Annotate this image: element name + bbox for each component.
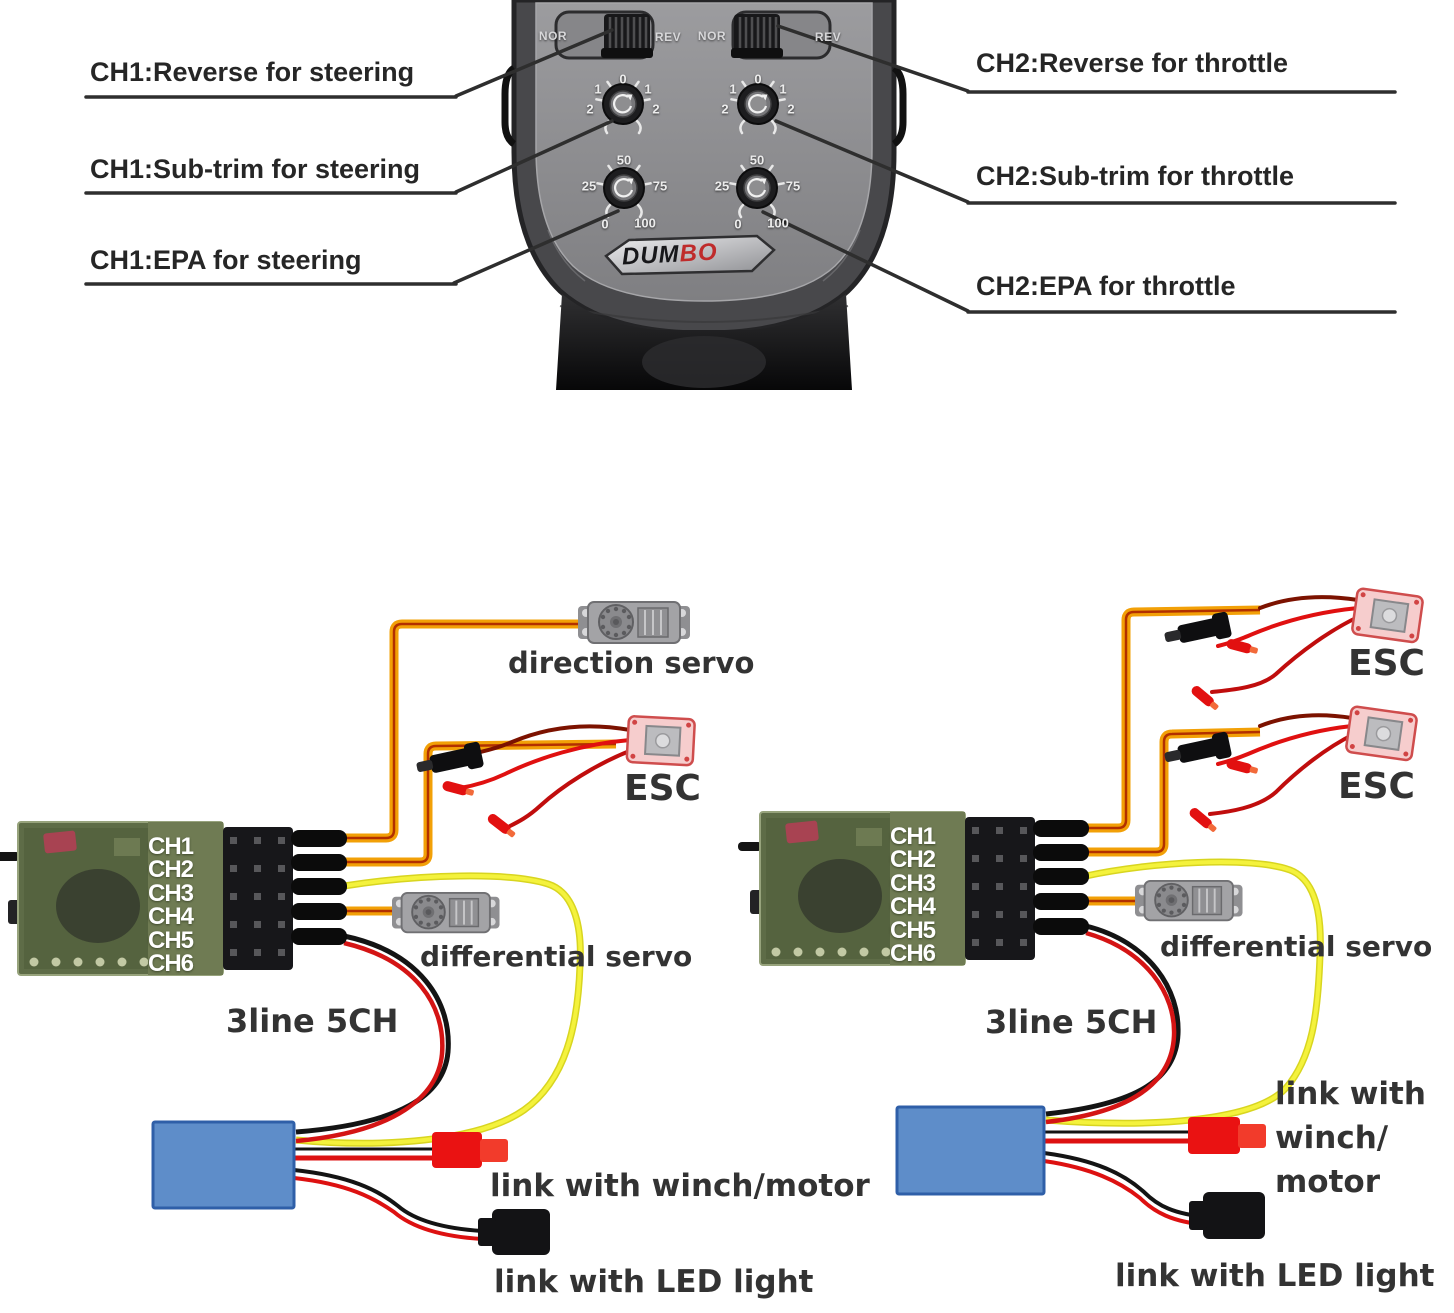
transmitter-body <box>501 0 907 390</box>
brand-badge <box>604 234 776 276</box>
battery-right-group <box>895 1105 1266 1239</box>
left-ch2-label: CH2 <box>148 856 194 883</box>
left-ch5-label: CH5 <box>148 927 194 954</box>
callout-ch1-subtrim: CH1:Sub-trim for steering <box>90 154 421 184</box>
battery-right <box>895 1105 1046 1196</box>
nor-label-ch2: NOR <box>697 29 727 43</box>
differential-servo-label-left: differential servo <box>420 940 693 973</box>
callout-lines <box>84 24 1397 314</box>
subtrim2-tick-r2: 2 <box>787 101 795 117</box>
epa2-tick-0: 0 <box>734 216 742 232</box>
callout-ch2-epa: CH2:EPA for throttle <box>976 271 1236 301</box>
winch-connector-left <box>432 1132 482 1168</box>
reverse-switch-ch1 <box>599 12 655 60</box>
bullet-right-1b <box>1189 684 1221 713</box>
subtrim1-tick-0: 0 <box>619 71 627 87</box>
winch-label-right-line1: link with <box>1275 1076 1426 1112</box>
callout-ch2-subtrim: CH2:Sub-trim for throttle <box>976 161 1294 191</box>
epa1-tick-75: 75 <box>652 178 668 194</box>
epa2-tick-50: 50 <box>749 152 765 168</box>
led-connector-right <box>1203 1192 1265 1239</box>
epa2-tick-25: 25 <box>714 178 730 194</box>
subtrim2-tick-l2: 2 <box>721 101 729 117</box>
direction-servo-left <box>577 601 691 644</box>
winch-label-left: link with winch/motor <box>490 1168 870 1204</box>
led-connector-left <box>492 1209 550 1255</box>
brand-logo-suffix: BO <box>678 238 719 268</box>
esc-board-right-top <box>1350 586 1425 644</box>
subtrim2-tick-0: 0 <box>754 71 762 87</box>
epa2-tick-75: 75 <box>785 178 801 194</box>
callout-ch1-reverse: CH1:Reverse for steering <box>90 57 415 87</box>
right-ch5-label: CH5 <box>890 917 936 944</box>
callout-ch1-epa: CH1:EPA for steering <box>90 245 362 275</box>
differential-servo-left <box>391 891 501 934</box>
differential-servo-right <box>1134 879 1244 922</box>
subtrim2-tick-l1: 1 <box>729 81 737 97</box>
esc-board-right-bottom <box>1344 704 1419 762</box>
winch-label-right-line3: motor <box>1275 1164 1381 1200</box>
left-ch3-label: CH3 <box>148 880 194 907</box>
bullet-right-2b <box>1187 806 1219 835</box>
esc-board-left <box>625 714 697 767</box>
subtrim1-tick-r2: 2 <box>652 101 660 117</box>
right-ch4-label: CH4 <box>890 893 936 920</box>
bullet-right-1a <box>1225 638 1259 656</box>
epa1-tick-100: 100 <box>634 215 656 231</box>
direction-servo-label: direction servo <box>508 646 755 680</box>
bullet-right-2a <box>1225 758 1259 776</box>
subtrim1-tick-r1: 1 <box>644 81 652 97</box>
subtrim1-tick-l2: 2 <box>586 101 594 117</box>
callout-ch2-reverse: CH2:Reverse for throttle <box>976 48 1289 78</box>
led-label-right: link with LED light <box>1115 1258 1435 1294</box>
battery-left-group <box>151 1120 550 1255</box>
led-label-left: link with LED light <box>494 1264 814 1300</box>
left-ch4-label: CH4 <box>148 903 194 930</box>
battery-left <box>151 1120 296 1210</box>
receiver-type-label-left: 3line 5CH <box>226 1002 399 1040</box>
epa1-tick-50: 50 <box>616 152 632 168</box>
reverse-switch-ch2 <box>729 12 785 60</box>
right-ch3-label: CH3 <box>890 870 936 897</box>
brand-logo: DUMBO <box>621 239 718 272</box>
nor-label-ch1: NOR <box>538 29 568 43</box>
receiver-type-label-right: 3line 5CH <box>985 1003 1158 1041</box>
epa2-tick-100: 100 <box>767 215 789 231</box>
esc-label-right-bottom: ESC <box>1338 766 1415 807</box>
subtrim2-tick-r1: 1 <box>779 81 787 97</box>
winch-connector-right <box>1188 1117 1240 1154</box>
right-ch1-label: CH1 <box>890 823 936 850</box>
right-ch2-label: CH2 <box>890 846 936 873</box>
winch-label-right-line2: winch/ <box>1275 1120 1389 1156</box>
rev-label-ch1: REV <box>654 30 682 44</box>
right-ch6-label: CH6 <box>890 940 936 967</box>
bullet-left-1 <box>441 780 475 798</box>
left-wires <box>295 619 617 1147</box>
rev-label-ch2: REV <box>814 30 842 44</box>
brand-logo-prefix: DUM <box>621 240 681 271</box>
epa1-tick-25: 25 <box>581 178 597 194</box>
esc-label-left: ESC <box>624 768 701 809</box>
differential-servo-label-right: differential servo <box>1160 930 1433 963</box>
left-ch1-label: CH1 <box>148 833 194 860</box>
left-ch6-label: CH6 <box>148 950 194 977</box>
epa1-tick-0: 0 <box>601 216 609 232</box>
right-wires <box>1045 605 1324 1127</box>
esc-label-right-top: ESC <box>1348 643 1425 684</box>
subtrim1-tick-l1: 1 <box>594 81 602 97</box>
